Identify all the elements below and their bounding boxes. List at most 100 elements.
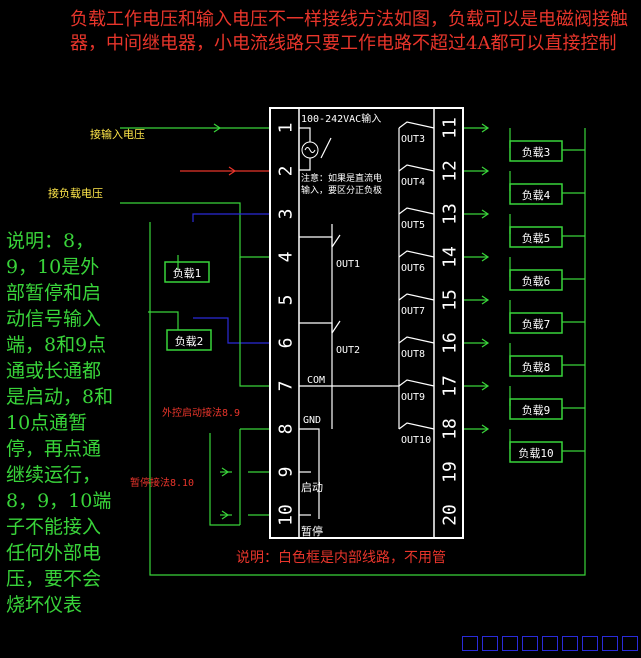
pause-wiring-label: 暂停接法8.10: [130, 476, 194, 489]
load-box: [509, 183, 563, 205]
relay-contact-icon: [398, 164, 435, 172]
terminal-number: 13: [440, 203, 461, 225]
load-box: [509, 140, 563, 162]
terminal-number: 20: [440, 504, 461, 526]
terminal-number: 19: [440, 461, 461, 483]
terminal-number: 7: [276, 381, 297, 392]
com-wire: [239, 257, 270, 387]
controller-module: 1234567891011121314151617181920100-242VA…: [269, 107, 464, 539]
arrow-icon: [481, 252, 490, 262]
terminal-number: 11: [440, 117, 461, 139]
left-note: 说明：8，9，10是外部暂停和启动信号输入端，8和9点通或长通都是启动，8和10…: [6, 230, 114, 616]
arrow-icon: [221, 510, 230, 520]
bottom-note: 说明：白色框是内部线路，不用管: [236, 550, 446, 566]
load-label: 负载8: [522, 360, 551, 374]
input-voltage-label: 接输入电压: [90, 127, 145, 141]
load-voltage-wire: [120, 202, 270, 258]
ext-start-label: 外控启动接法8.9: [162, 406, 240, 419]
terminal-number: 16: [440, 332, 461, 354]
relay-contact-icon: [398, 379, 435, 387]
gnd-label: GND: [303, 415, 321, 426]
internal-line: [299, 127, 311, 142]
load-box: [509, 398, 563, 420]
start-label: 启动: [301, 481, 323, 494]
load-label: 负载5: [522, 231, 551, 245]
module-frame: [269, 107, 464, 539]
arrow-icon: [481, 209, 490, 219]
internal-line: [299, 428, 320, 519]
sine-wave-icon: [304, 147, 316, 153]
load-box: [509, 312, 563, 334]
terminal-number: 1: [276, 123, 297, 134]
out-label: OUT4: [401, 177, 425, 188]
terminal-number: 14: [440, 246, 461, 268]
internal-line: [299, 236, 333, 247]
out-label: OUT1: [336, 259, 360, 270]
load-label: 负载1: [173, 266, 202, 280]
terminal-number: 2: [276, 166, 297, 177]
return-bus: [149, 128, 586, 576]
load-label: 负载3: [522, 145, 551, 159]
terminal-number: 3: [276, 209, 297, 220]
terminal-number: 10: [276, 504, 297, 526]
load-box: [509, 226, 563, 248]
load-label: 负载9: [522, 403, 551, 417]
top-note: 负载工作电压和输入电压不一样接线方法如图，负载可以是电磁阀接触器，中间继电器，小…: [70, 9, 628, 54]
out-label: OUT6: [401, 263, 425, 274]
pause-label: 暂停: [301, 524, 323, 538]
relay-contact-icon: [398, 121, 435, 129]
terminal-number: 15: [440, 289, 461, 311]
arrow-icon: [221, 467, 230, 477]
relay-contact-icon: [398, 293, 435, 301]
relay-contact-icon: [398, 250, 435, 258]
load-label: 负载2: [175, 334, 204, 348]
arrow-icon: [228, 166, 237, 176]
out-label: OUT8: [401, 349, 425, 360]
load-label: 负载7: [522, 317, 551, 331]
relay-contact-icon: [331, 234, 341, 248]
load-box: [509, 355, 563, 377]
load-label: 负载4: [522, 188, 551, 202]
load-box: [164, 261, 210, 283]
dc-note-line2: 输入，要区分正负极: [301, 184, 382, 196]
load2-wire: [148, 311, 179, 330]
arrow-icon: [481, 123, 490, 133]
power-input-label: 100-242VAC输入: [301, 112, 381, 125]
control-wire: [209, 433, 240, 526]
arrow-icon: [481, 338, 490, 348]
loads: 负载3 负载4 负载5 负载6 负载7 负载8 负载9 负载10 负载1 负载2: [164, 140, 563, 463]
relay-contact-icon: [398, 207, 435, 215]
out-label: OUT2: [336, 345, 360, 356]
out-label: OUT10: [401, 435, 431, 446]
arrow-icon: [481, 381, 490, 391]
terminal-number: 4: [276, 252, 297, 263]
out-label: OUT7: [401, 306, 425, 317]
internal-line: [320, 137, 332, 159]
arrow-icon: [481, 295, 490, 305]
load-box: [509, 269, 563, 291]
arrow-icon: [481, 424, 490, 434]
arrow-icon: [213, 123, 222, 133]
terminal-number: 18: [440, 418, 461, 440]
out-label: OUT5: [401, 220, 425, 231]
com-label: COM: [307, 375, 325, 386]
decorative-strip: [462, 636, 638, 652]
relay-contact-icon: [398, 422, 435, 430]
load-voltage-label: 接负载电压: [48, 186, 103, 200]
load-label: 负载10: [518, 446, 553, 460]
terminal-number: 6: [276, 338, 297, 349]
load-label: 负载6: [522, 274, 551, 288]
out-label: OUT3: [401, 134, 425, 145]
terminal-number: 17: [440, 375, 461, 397]
terminal-number: 5: [276, 295, 297, 306]
internal-line: [299, 322, 333, 333]
load1-wire: [192, 213, 270, 222]
load2-wire: [193, 317, 270, 344]
internal-line: [299, 158, 311, 171]
terminal-number: 12: [440, 160, 461, 182]
out-label: OUT9: [401, 392, 425, 403]
load-box: [166, 329, 212, 351]
dc-note-line1: 注意：如果是直流电: [301, 172, 382, 184]
